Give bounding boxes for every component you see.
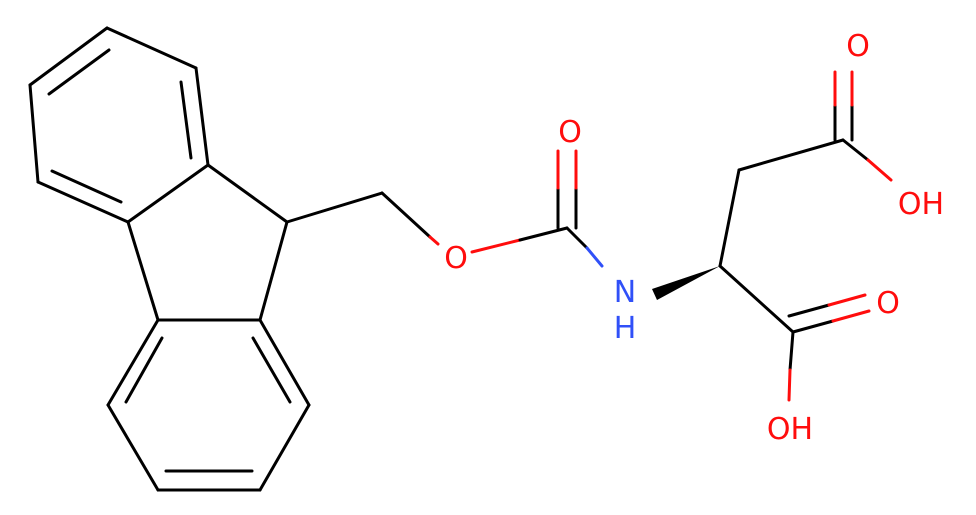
carbamate-carbonyl-oxygen-label: O	[558, 115, 582, 150]
fluorene-upper-ring	[28, 26, 210, 224]
carbamate-linker	[285, 149, 604, 268]
aspartate-backbone	[718, 70, 893, 402]
side-chain-carbonyl-oxygen-label: O	[846, 29, 870, 64]
fluorene-five-ring	[126, 163, 289, 322]
amide-hydrogen-label: H	[614, 311, 637, 346]
alpha-hydroxyl-label: OH	[767, 412, 813, 447]
alpha-carbonyl-oxygen-label: O	[876, 286, 900, 321]
fluorene-lower-ring	[106, 318, 311, 492]
carbamate-ester-oxygen-label: O	[444, 241, 468, 276]
amide-nitrogen-label: N	[614, 275, 636, 310]
atom-labels: O O N H O OH O OH	[444, 29, 944, 447]
stereo-wedge-bond	[652, 266, 720, 300]
side-chain-hydroxyl-label: OH	[898, 187, 944, 222]
